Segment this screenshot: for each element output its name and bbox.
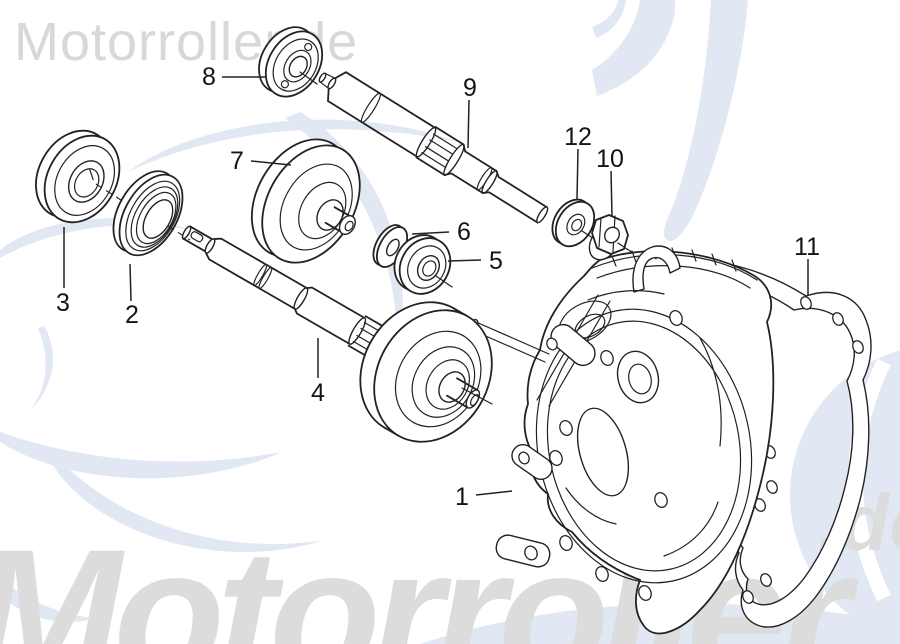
leader-5	[447, 259, 482, 262]
cover-fork-lug	[632, 245, 681, 293]
part-bearing-5	[393, 234, 452, 295]
cover-bolt-holes	[549, 310, 683, 601]
leader-2	[129, 263, 132, 302]
leader-7	[250, 160, 292, 166]
cover-boss	[550, 323, 596, 367]
callout-leader-lines	[63, 76, 809, 496]
leader-6	[411, 231, 450, 235]
callout-7: 7	[230, 147, 244, 175]
cover-boss	[495, 534, 551, 568]
callout-11: 11	[794, 233, 820, 261]
leader-12	[576, 148, 579, 200]
callout-8: 8	[202, 63, 216, 91]
callout-2: 2	[125, 301, 139, 329]
part-gearbox-cover	[467, 245, 775, 635]
callout-1: 1	[455, 483, 469, 511]
callout-3: 3	[56, 289, 70, 317]
callout-numbers: 1 2 3 4 5 6 7 8 9 10 11 12	[56, 63, 820, 511]
part-bearing-3	[35, 129, 121, 224]
leader-9	[467, 99, 470, 149]
callout-12: 12	[564, 123, 592, 151]
callout-9: 9	[463, 74, 477, 102]
part-oil-seal-2	[112, 170, 184, 257]
callout-6: 6	[457, 218, 471, 246]
leader-10	[610, 170, 613, 217]
part-bearing-8	[258, 26, 324, 98]
callout-10: 10	[596, 145, 624, 173]
callout-4: 4	[311, 379, 325, 407]
leader-1	[475, 490, 513, 496]
part-shaft-9	[318, 71, 549, 224]
callout-5: 5	[489, 247, 503, 275]
part-pulley-drum	[359, 301, 493, 443]
part-washer-12	[551, 198, 596, 248]
part-flange-7	[250, 138, 361, 264]
